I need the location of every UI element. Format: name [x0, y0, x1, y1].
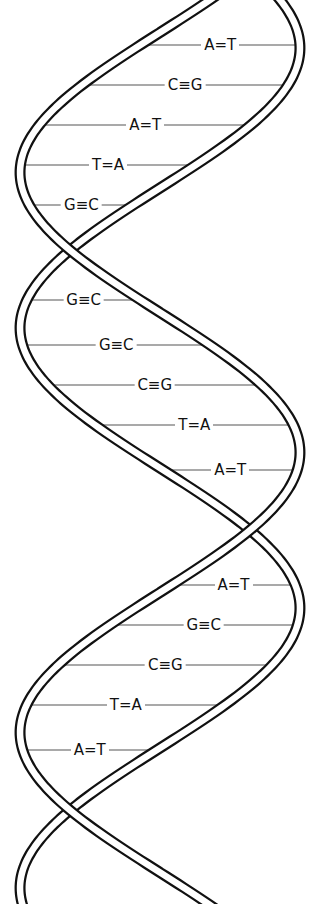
- sugar-phosphate-backbones: [20, 0, 300, 904]
- base-pair-label: G≡C: [61, 196, 102, 214]
- strand-outline: [20, 0, 300, 904]
- base-pair-label: A=T: [215, 576, 253, 594]
- base-pair-label: A=T: [71, 741, 109, 759]
- base-pair-label: G≡C: [63, 291, 104, 309]
- base-pair-label: C≡G: [165, 76, 206, 94]
- base-pair-label: A=T: [211, 461, 249, 479]
- base-pair-label: A=T: [126, 116, 164, 134]
- strand-fill: [20, 0, 300, 904]
- base-pair-label: G≡C: [183, 616, 224, 634]
- base-pair-label: C≡G: [134, 376, 175, 394]
- base-pair-label: C≡G: [145, 656, 186, 674]
- strand-fill: [20, 0, 300, 904]
- base-pair-label: T=A: [89, 156, 127, 174]
- base-pair-label: T=A: [175, 416, 213, 434]
- strand-outline: [20, 0, 300, 904]
- base-pair-label: A=T: [201, 36, 239, 54]
- base-pair-label: G≡C: [96, 336, 137, 354]
- base-pair-label: T=A: [107, 696, 145, 714]
